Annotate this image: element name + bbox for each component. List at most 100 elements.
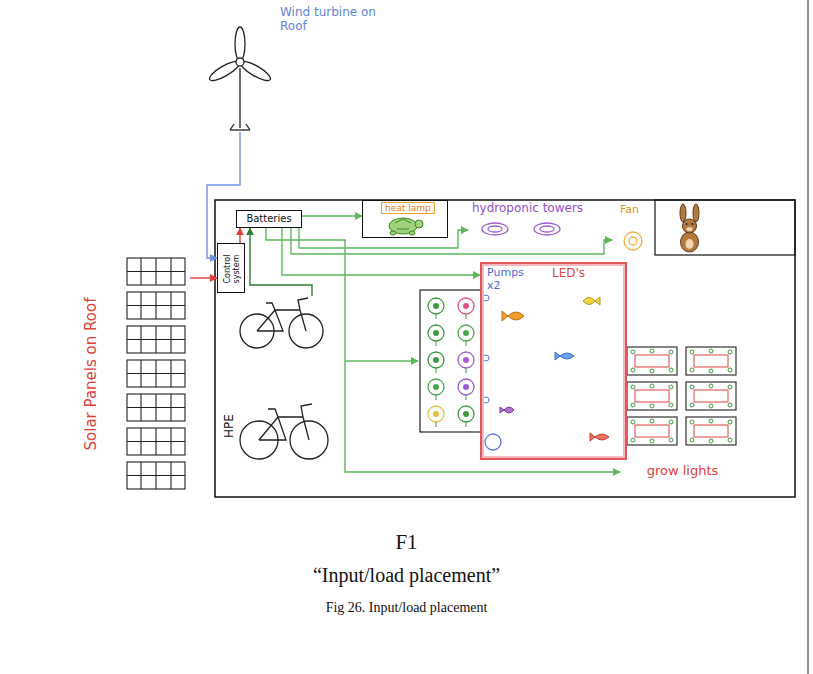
grow-light-fixtures: [728, 438, 732, 442]
turtle-illustration: [389, 218, 417, 234]
plant-wall: [436, 422, 437, 427]
node-label: Wind turbine on Roof: [280, 6, 380, 34]
power-connector: [207, 132, 240, 258]
rabbit-enclosure: [655, 200, 795, 255]
solar-panel-array: [140, 258, 141, 285]
grow-light-fixtures: [694, 425, 728, 437]
aquarium-contents: [502, 311, 524, 321]
node-label: Control system: [223, 246, 241, 292]
solar-panel-array: [155, 428, 156, 455]
grow-light-fixtures: [690, 350, 694, 354]
turtle-illustration: [415, 220, 423, 228]
wind-turbine: [230, 129, 250, 130]
plant-wall: [463, 303, 469, 309]
rabbit-enclosure: [655, 200, 795, 255]
human-power-bikes: HPE: [222, 296, 330, 466]
solar-panel-array: [155, 360, 156, 387]
aquarium-contents: [590, 433, 609, 441]
plant-wall: [458, 352, 474, 368]
solar-panel-array: [155, 326, 156, 353]
aquarium-contents: [583, 297, 600, 305]
grow-light-fixtures: [690, 403, 694, 407]
grow-light-fixtures: [690, 385, 694, 389]
plant-wall: [428, 406, 444, 422]
figure-caption: Fig 26. Input/load placement: [0, 600, 813, 616]
grow-light-fixtures: [728, 403, 732, 407]
solar-panel-array: [155, 292, 156, 319]
power-connector: [239, 228, 240, 243]
grow-light-fixtures: [635, 390, 669, 402]
plant-wall: [466, 422, 467, 427]
grow-light-fixtures: [650, 369, 654, 373]
rabbit-enclosure: [681, 232, 699, 252]
grow-light-fixtures: [728, 368, 732, 372]
rabbit-enclosure: [692, 223, 694, 225]
grow-light-fixtures: [709, 419, 713, 423]
plant-wall: [428, 298, 444, 314]
turtle-illustration: [409, 231, 415, 235]
plant-wall: [428, 325, 444, 341]
node-label: Pumps x2: [487, 267, 531, 292]
grow-light-fixtures: [709, 384, 713, 388]
power-connector: [291, 228, 612, 254]
bicycle-generators: [257, 298, 308, 331]
aquarium-contents: [483, 295, 609, 450]
grow-light-fixtures: [709, 439, 713, 443]
grow-light-fixtures: [669, 403, 673, 407]
plant-wall: [466, 341, 467, 346]
plant-wall: [433, 303, 439, 309]
feed-line: [345, 360, 418, 361]
grow-light-fixtures: [635, 355, 669, 367]
grow-light-fixtures: [694, 390, 728, 402]
grow-light-fixtures: [669, 438, 673, 442]
grow-light-fixtures: [631, 385, 635, 389]
grow-light-fixtures: [631, 403, 635, 407]
plant-wall: [458, 379, 474, 395]
solar-panel-array: [127, 326, 185, 353]
plant-wall: [433, 411, 439, 417]
battery-box: Batteries: [236, 210, 302, 228]
plant-wall: [428, 352, 444, 368]
room-outline: [215, 200, 795, 497]
solar-panel-array: [155, 258, 156, 285]
solar-panel-array: [127, 292, 185, 319]
aquarium-contents: [500, 407, 514, 413]
solar-panel-array: [170, 462, 171, 489]
grow-light-fixtures: [627, 382, 677, 410]
grow-light-fixtures: [709, 349, 713, 353]
plant-wall: [458, 325, 474, 341]
control-box: Control system: [217, 243, 245, 293]
power-connector: [282, 228, 480, 275]
grow-light-fixtures: [728, 420, 732, 424]
node-label: HPE: [223, 406, 237, 446]
solar-panel-array: [127, 360, 185, 387]
solar-panel-array: [140, 462, 141, 489]
grow-light-fixtures: [650, 404, 654, 408]
fan-symbol: [624, 232, 642, 250]
power-connector: [299, 228, 468, 248]
grow-light-fixtures: [690, 420, 694, 424]
turtle-illustration: [389, 218, 423, 235]
solar-panel-array: [170, 360, 171, 387]
solar-panel-array: [127, 394, 185, 421]
rabbit-enclosure: [693, 204, 699, 222]
grow-light-fixtures: [709, 404, 713, 408]
solar-panel-array: [140, 360, 141, 387]
wind-turbine: [207, 27, 273, 130]
wind-turbine: [236, 58, 244, 66]
grow-light-fixtures: [631, 420, 635, 424]
grow-light-fixtures: [627, 417, 677, 445]
plant-wall: [463, 330, 469, 336]
wind-turbine: [246, 124, 250, 130]
aquarium-contents: [483, 397, 489, 403]
plant-wall: [466, 314, 467, 319]
wind-turbine: [235, 27, 245, 61]
solar-panel-array: [127, 258, 185, 489]
grow-light-fixtures: [686, 417, 736, 445]
node-label: LED's: [552, 267, 585, 281]
rabbit-enclosure: [680, 204, 686, 222]
aquarium-tank: Pumps x2 LED's: [480, 262, 627, 460]
grow-light-fixtures: [635, 425, 669, 437]
fan-symbol: [629, 237, 637, 245]
